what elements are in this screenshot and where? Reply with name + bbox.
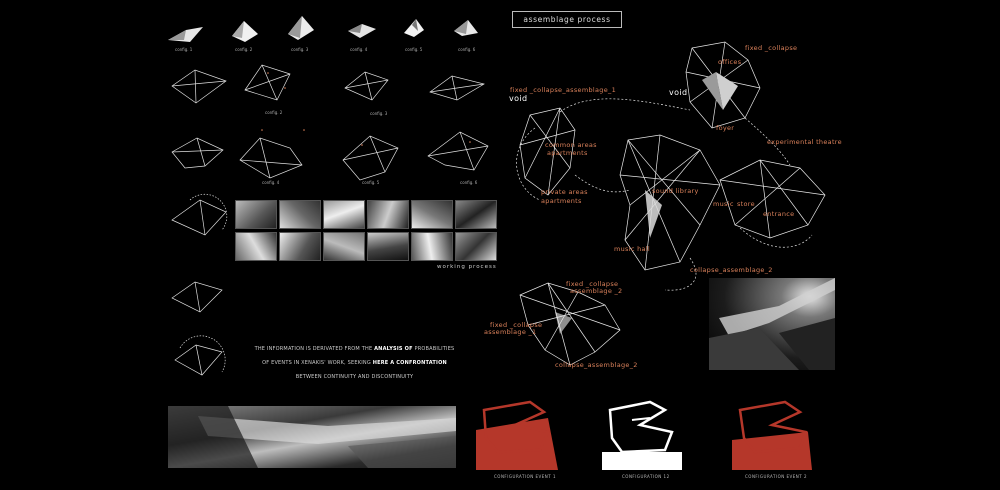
- sketch-row-2: [171, 64, 485, 104]
- photo-thumb: [279, 200, 321, 229]
- sketch-number-marks: [261, 72, 471, 146]
- label-offices: offices: [718, 58, 742, 66]
- folded-model-1: [168, 27, 203, 42]
- config-label-3: config. 3: [291, 47, 309, 52]
- flow-arrows: [516, 98, 813, 291]
- configuration-event-1-caption: CONFIGURATION EVENT 1: [494, 474, 557, 479]
- folded-model-2: [232, 21, 258, 42]
- label-void-left: void: [509, 94, 528, 103]
- label-fixed-collapse-top: fixed _collapse: [745, 44, 798, 52]
- label-music: music: [713, 200, 734, 208]
- row4-label-a: config. 4: [262, 180, 280, 185]
- config-label-1: config. 1: [175, 47, 193, 52]
- assemblage-network: [519, 41, 826, 366]
- photo-thumb: [323, 200, 365, 229]
- sketch-column: [171, 193, 228, 376]
- label-foyer: foyer: [716, 124, 735, 132]
- config-label-6: config. 6: [458, 47, 476, 52]
- label-apartments-bottom: apartments: [541, 197, 582, 205]
- statement-text: THE INFORMATION IS DERIVATED FROM THE AN…: [252, 342, 457, 384]
- photo-thumb: [411, 200, 453, 229]
- render-photo-left-geometry: [168, 406, 456, 468]
- statement-line-2: OF EVENTS IN XENAKIS' WORK, SEEKING HERE…: [262, 360, 447, 366]
- folded-model-3: [288, 16, 314, 40]
- label-void-top: void: [669, 88, 688, 97]
- label-fixed-collapse-assemblage-1: fixed _collapse_assemblage_1: [510, 86, 617, 94]
- label-fixed-collapse-2: fixed _collapse: [566, 280, 619, 288]
- configuration-event-1: [476, 400, 558, 470]
- label-assemblage-2: assemblage _2: [570, 287, 623, 295]
- config-label-5: config. 5: [405, 47, 423, 52]
- config-label-4: config. 4: [350, 47, 368, 52]
- row4-label-b: config. 5: [362, 180, 380, 185]
- row4-label-c: config. 6: [460, 180, 478, 185]
- label-sound-library: sound library: [652, 187, 699, 195]
- configuration-event-12: [602, 400, 682, 470]
- photo-thumb: [367, 200, 409, 229]
- configuration-event-2: [732, 400, 812, 470]
- photo-thumb: [235, 200, 277, 229]
- photo-thumb: [367, 232, 409, 261]
- label-collapse-assemblage-2-top: collapse_assemblage_2: [690, 266, 773, 274]
- render-photo-left: [168, 406, 456, 468]
- photo-thumb: [411, 232, 453, 261]
- working-process-label: working process: [437, 264, 497, 270]
- sketch-row-3: [171, 131, 489, 181]
- photo-thumb: [455, 232, 497, 261]
- folded-model-5: [404, 19, 424, 37]
- folded-model-4: [348, 24, 376, 38]
- render-photo-right: [709, 278, 835, 370]
- photo-thumb: [455, 200, 497, 229]
- photo-thumb: [323, 232, 365, 261]
- photo-thumb: [235, 232, 277, 261]
- configuration-event-2-caption: CONFIGURATION EVENT 2: [745, 474, 808, 479]
- label-store: store: [737, 200, 755, 208]
- label-experimental-theatre: experimental theatre: [767, 138, 842, 146]
- render-photo-right-geometry: [709, 278, 835, 370]
- label-assemblage-1: assemblage _1: [484, 328, 537, 336]
- config-label-2: config. 2: [235, 47, 253, 52]
- label-collapse-assemblage-2-bottom: collapse_assemblage_2: [555, 361, 638, 369]
- label-entrance: entrance: [763, 210, 795, 218]
- label-common-areas: common areas: [545, 141, 597, 149]
- row2-label: config. 2: [265, 110, 283, 115]
- photo-thumb: [279, 232, 321, 261]
- assemblage-process-title: assemblage process: [512, 11, 622, 28]
- label-music-hall: music hall: [614, 245, 650, 253]
- folded-model-6: [454, 20, 478, 36]
- label-apartments-top: apartments: [547, 149, 588, 157]
- statement-line-1: THE INFORMATION IS DERIVATED FROM THE AN…: [254, 346, 455, 352]
- label-private-areas: private areas: [541, 188, 588, 196]
- statement-line-3: BETWEEN CONTINUITY AND DISCONTINUITY: [295, 374, 414, 380]
- row2-label-b: config. 3: [370, 111, 388, 116]
- working-process-photos: [233, 200, 497, 261]
- label-fixed-collapse-lower: fixed _collapse: [490, 321, 543, 329]
- configuration-12-caption: CONFIGURATION 12: [622, 474, 670, 479]
